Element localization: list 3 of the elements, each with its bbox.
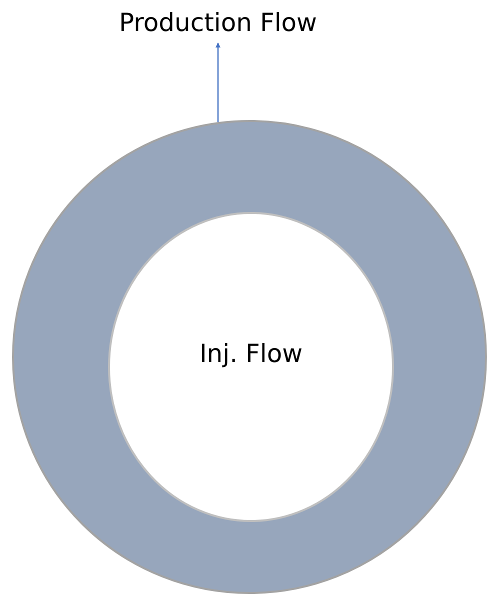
circle-label: Inj. Flow (199, 338, 303, 368)
flow-label: Production Flow (118, 8, 318, 36)
arrow (215, 42, 221, 122)
